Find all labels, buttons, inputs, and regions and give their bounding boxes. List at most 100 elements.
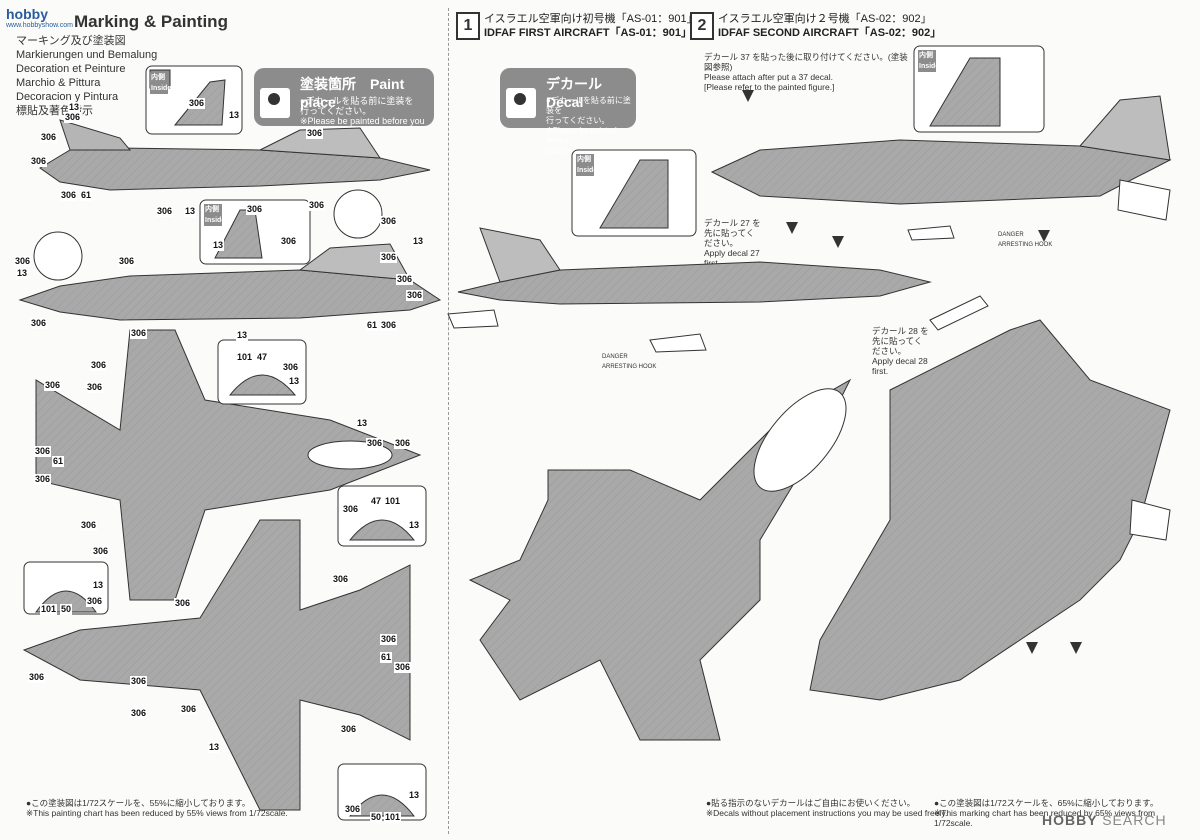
decal-box-title: デカール Decal <box>546 76 616 110</box>
aircraft2-title-jp: イスラエル空軍向け２号機「AS-02：902」 <box>718 13 932 25</box>
decal-box-line: ※Please be painted before <box>546 126 617 145</box>
callout-306: 306 <box>394 438 412 449</box>
footer-mid-en: ※Decals without placement instructions y… <box>706 808 948 818</box>
detail-circle-b <box>333 189 383 239</box>
callout-306: 306 <box>40 132 58 143</box>
footer-mid: ●貼る指示のないデカールはご自由にお使いください。 ※Decals withou… <box>706 798 947 818</box>
watermark-url: www.hobbyshow.com <box>6 22 73 29</box>
paint-box-line: 行ってください。 <box>300 106 372 116</box>
decal37-note-jp: デカール 37 を貼った後に取り付けてください。(塗装図参照) <box>704 52 908 72</box>
callout-306: 306 <box>92 546 110 557</box>
paint-icon <box>260 88 290 118</box>
callout-306: 306 <box>14 256 32 267</box>
title-de: Markierungen und Bemalung <box>16 49 158 61</box>
aircraft2-side-view <box>710 95 1172 205</box>
footer-left: ●この塗装図は1/72スケールを、55%に縮小しております。 ※This pai… <box>26 798 288 818</box>
decal27-note: デカール 27 を先に貼ってください。 Apply decal 27 first… <box>704 218 762 268</box>
small-parts <box>447 179 1171 541</box>
callout-306: 306 <box>308 200 326 211</box>
callout-306: 306 <box>86 382 104 393</box>
callout-306: 306 <box>86 596 104 607</box>
callout-306: 306 <box>156 206 174 217</box>
decal-box-line: 行ってください。 <box>546 116 610 125</box>
hobby-search-logo: HOBBY SEARCH <box>1042 812 1167 828</box>
callout-306: 306 <box>90 360 108 371</box>
callout-306: 306 <box>366 438 384 449</box>
logo-text-2: SEARCH <box>1102 812 1167 828</box>
title-it: Marchio & Pittura <box>16 77 101 89</box>
footer-mid-jp: ●貼る指示のないデカールはご自由にお使いください。 <box>706 798 916 808</box>
logo-text: HOBBY <box>1042 812 1098 828</box>
decal-box-line: ●デカールを貼る前に塗装を <box>546 96 631 115</box>
callout-47: 47 <box>370 496 383 507</box>
bottom-view <box>22 519 411 811</box>
footer-right: ●この塗装図は1/72スケールを、65%に縮小しております。 ※This mar… <box>934 798 1184 828</box>
callout-306: 306 <box>342 504 360 515</box>
callout-13: 13 <box>68 102 81 113</box>
callout-13: 13 <box>92 580 105 591</box>
callout-306: 306 <box>130 676 148 687</box>
inside-label: 内側 Inside <box>204 204 226 226</box>
callout-13: 13 <box>208 742 221 753</box>
inset-tail-ac2 <box>913 45 1045 133</box>
aircraft1-side-view <box>457 227 932 305</box>
callout-101: 101 <box>384 812 402 823</box>
callout-306: 306 <box>406 290 424 301</box>
aircraft1-title-en: IDFAF FIRST AIRCRAFT「AS-01：901」 <box>484 27 693 39</box>
callout-306: 306 <box>380 634 398 645</box>
callout-306: 306 <box>246 204 264 215</box>
callout-61: 61 <box>366 320 379 331</box>
callout-13: 13 <box>16 268 29 279</box>
inset-tail-ac1 <box>571 149 697 237</box>
callout-13: 13 <box>412 236 425 247</box>
decal37-note-en2: [Please refer to the painted figure.] <box>704 82 835 92</box>
aircraft2-badge: 2 <box>690 12 714 40</box>
inset-cockpit-a <box>217 339 307 405</box>
inside-label: 内側 Inside <box>150 72 172 94</box>
decal27-note-en: Apply decal 27 first. <box>704 248 760 268</box>
watermark-logo: hobby www.hobbyshow.com <box>6 6 73 32</box>
decal-icon <box>506 88 536 118</box>
aircraft1-title: イスラエル空軍向け初号機「AS-01：901」 IDFAF FIRST AIRC… <box>484 12 698 40</box>
callout-306: 306 <box>130 328 148 339</box>
page-title: Marking & Painting <box>74 12 228 31</box>
callout-13: 13 <box>236 330 249 341</box>
column-divider <box>448 8 449 834</box>
callout-306: 306 <box>280 236 298 247</box>
callout-306: 306 <box>380 320 398 331</box>
callout-101: 101 <box>40 604 58 615</box>
decal-box-text: ●デカールを貼る前に塗装を 行ってください。 ※Please be painte… <box>546 96 636 156</box>
callout-306: 306 <box>60 190 78 201</box>
inset-detail-right <box>337 485 427 547</box>
callout-306: 306 <box>34 474 52 485</box>
callout-306: 306 <box>64 112 82 123</box>
footer-right-jp: ●この塗装図は1/72スケールを、65%に縮小しております。 <box>934 798 1159 808</box>
callout-306: 306 <box>28 672 46 683</box>
callout-306: 306 <box>282 362 300 373</box>
callout-50: 50 <box>370 812 383 823</box>
inside-label: 内側 Inside <box>918 50 940 72</box>
callout-306: 306 <box>188 98 206 109</box>
aircraft2-title: イスラエル空軍向け２号機「AS-02：902」 IDFAF SECOND AIR… <box>718 12 941 40</box>
decal27-note-jp: デカール 27 を先に貼ってください。 <box>704 218 761 248</box>
aircraft1-bottom-view <box>468 378 852 741</box>
callout-306: 306 <box>180 704 198 715</box>
callout-306: 306 <box>306 128 324 139</box>
callout-306: 306 <box>130 708 148 719</box>
callout-13: 13 <box>212 240 225 251</box>
decal28-note-en: Apply decal 28 first. <box>872 356 928 376</box>
callout-306: 306 <box>30 318 48 329</box>
callout-306: 306 <box>340 724 358 735</box>
arresting-hook-note: DANGER ARRESTING HOOK <box>998 232 1053 248</box>
callout-61: 61 <box>80 190 93 201</box>
title-fr: Decoration et Peinture <box>16 63 126 75</box>
callout-306: 306 <box>80 520 98 531</box>
paint-box-line: ●デカールを貼る前に塗装を <box>300 96 414 106</box>
warning-triangles <box>742 90 1082 654</box>
callout-306: 306 <box>332 574 350 585</box>
callout-101: 101 <box>384 496 402 507</box>
aircraft1-badge: 1 <box>456 12 480 40</box>
callout-306: 306 <box>380 252 398 263</box>
callout-101: 101 <box>236 352 254 363</box>
